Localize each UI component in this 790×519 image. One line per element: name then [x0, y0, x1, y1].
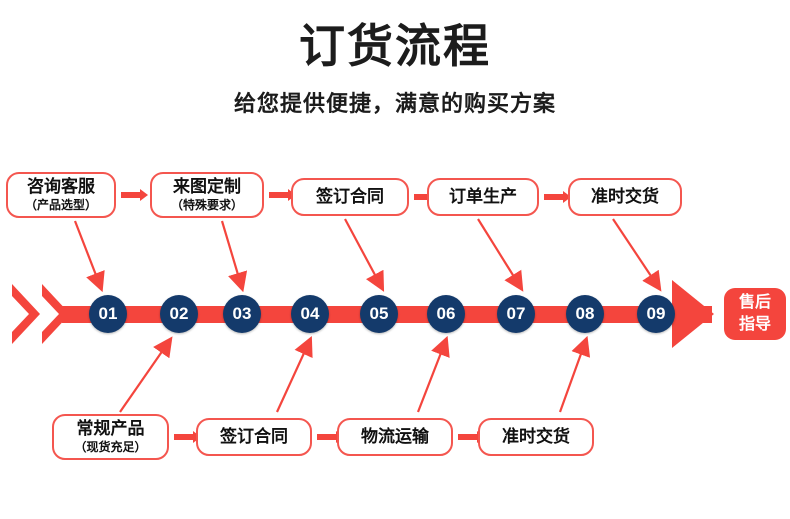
link-top5-to-node09 [612, 218, 662, 292]
top-step-box-5[interactable]: 准时交货 [568, 178, 682, 216]
node-07-label: 07 [506, 304, 526, 323]
page-subtitle: 给您提供便捷，满意的购买方案 [233, 91, 556, 116]
arrow-head-icon [672, 280, 714, 348]
link-bottom4-to-node08 [558, 335, 591, 413]
top-step-box-4[interactable]: 订单生产 [427, 178, 539, 216]
top-connector-arrow-1 [121, 189, 148, 201]
timeline-node-06[interactable]: 06 [427, 295, 465, 333]
timeline-node-01[interactable]: 01 [89, 295, 127, 333]
bottom-step-box-2[interactable]: 签订合同 [196, 418, 312, 456]
node-01-label: 01 [98, 304, 118, 323]
link-top4-to-node07 [477, 218, 524, 292]
timeline-node-02[interactable]: 02 [160, 295, 198, 333]
top-step-1-line2: （产品选型） [24, 198, 97, 212]
link-top2-to-node03 [220, 220, 248, 293]
timeline-node-04[interactable]: 04 [291, 295, 329, 333]
link-top1-to-node01 [73, 220, 105, 293]
page-title: 订货流程 [299, 20, 491, 72]
bottom-step-box-3[interactable]: 物流运输 [337, 418, 453, 456]
top-step-box-3[interactable]: 签订合同 [291, 178, 409, 216]
bottom-step-box-4[interactable]: 准时交货 [478, 418, 594, 456]
after-sales-badge-line2: 指导 [738, 316, 771, 333]
top-step-2-line1: 来图定制 [173, 177, 241, 196]
node-03-label: 03 [232, 304, 252, 323]
bottom-step-2-line1: 签订合同 [220, 427, 288, 446]
bottom-step-3-line1: 物流运输 [361, 427, 429, 446]
timeline-node-09[interactable]: 09 [637, 295, 675, 333]
bottom-step-box-1[interactable]: 常规产品 （现货充足） [52, 414, 169, 460]
timeline-node-08[interactable]: 08 [566, 295, 604, 333]
node-06-label: 06 [436, 304, 456, 323]
top-step-2-line2: （特殊要求） [170, 198, 243, 212]
node-02-label: 02 [169, 304, 189, 323]
top-step-5-line1: 准时交货 [591, 187, 659, 206]
timeline-node-05[interactable]: 05 [360, 295, 398, 333]
double-chevron-icon-a [12, 284, 40, 344]
bottom-step-1-line2: （现货充足） [74, 440, 147, 454]
top-step-3-line1: 签订合同 [316, 187, 384, 206]
node-08-label: 08 [575, 304, 595, 323]
top-step-4-line1: 订单生产 [449, 187, 517, 206]
after-sales-badge-line1: 售后 [738, 294, 771, 311]
node-09-label: 09 [646, 304, 666, 323]
timeline-node-07[interactable]: 07 [497, 295, 535, 333]
node-05-label: 05 [369, 304, 389, 323]
link-bottom2-to-node04 [276, 336, 313, 413]
link-top3-to-node05 [344, 218, 385, 292]
bottom-step-1-line1: 常规产品 [76, 419, 145, 438]
top-connector-arrow-4 [544, 191, 571, 203]
top-step-1-line1: 咨询客服 [27, 177, 95, 196]
node-04-label: 04 [300, 304, 320, 323]
link-bottom1-to-node02 [119, 336, 173, 413]
top-step-box-1[interactable]: 咨询客服 （产品选型） [6, 172, 116, 218]
top-step-box-2[interactable]: 来图定制 （特殊要求） [150, 172, 264, 218]
timeline-node-03[interactable]: 03 [223, 295, 261, 333]
link-bottom3-to-node06 [416, 335, 450, 413]
after-sales-badge[interactable]: 售后 指导 [724, 288, 786, 340]
bottom-step-4-line1: 准时交货 [502, 427, 570, 446]
